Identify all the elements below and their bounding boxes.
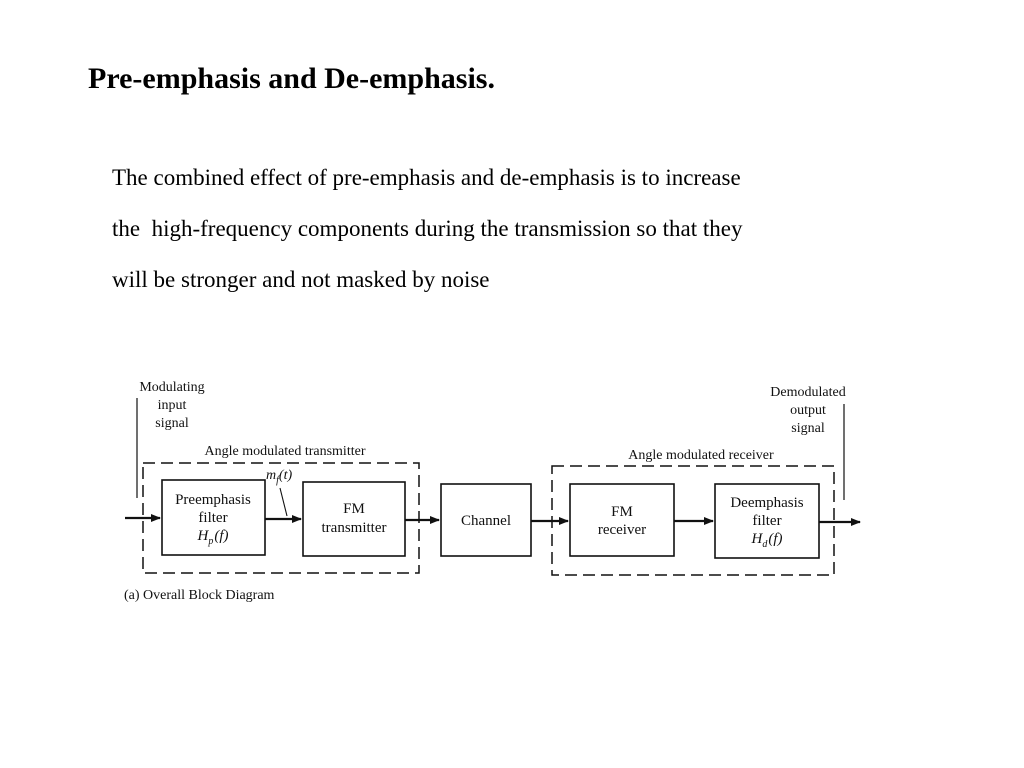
- output-label-line-2: output: [790, 403, 826, 418]
- transmitter-group-label: Angle modulated transmitter: [205, 444, 366, 459]
- deemphasis-filter-block: Deemphasis filter Hd(f): [714, 483, 820, 559]
- signal-mf-leader: [279, 487, 288, 517]
- body-line-2: the high-frequency components during the…: [112, 216, 743, 241]
- output-label-line-1: Demodulated: [770, 385, 845, 400]
- diagram-caption: (a) Overall Block Diagram: [124, 588, 275, 603]
- fm-transmitter-block: FM transmitter: [302, 481, 406, 557]
- fm-transmitter-label-2: transmitter: [322, 520, 387, 536]
- deemphasis-transfer-fn: Hd(f): [750, 531, 782, 550]
- preemphasis-filter-block: Preemphasis filter Hp(f): [161, 479, 266, 556]
- input-label-line-1: Modulating: [139, 380, 204, 395]
- fm-transmitter-label-1: FM: [343, 501, 365, 517]
- body-paragraph: The combined effect of pre-emphasis and …: [112, 152, 912, 305]
- channel-block: Channel: [440, 483, 532, 557]
- fm-receiver-label-1: FM: [611, 504, 633, 520]
- input-signal-label: Modulating input signal: [139, 380, 204, 431]
- input-label-line-3: signal: [155, 416, 189, 431]
- fm-transmitter-box: [302, 481, 406, 557]
- output-label-line-3: signal: [791, 421, 825, 436]
- preemphasis-label-2: filter: [198, 510, 227, 526]
- body-line-3: will be stronger and not masked by noise: [112, 267, 490, 292]
- preemphasis-transfer-fn: Hp(f): [196, 528, 228, 547]
- fm-receiver-block: FM receiver: [569, 483, 675, 557]
- preemphasis-label-1: Preemphasis: [175, 492, 251, 508]
- deemphasis-label-1: Deemphasis: [730, 495, 803, 511]
- fm-receiver-label-2: receiver: [598, 522, 646, 538]
- body-line-1: The combined effect of pre-emphasis and …: [112, 165, 741, 190]
- channel-label: Channel: [461, 513, 511, 529]
- output-signal-label: Demodulated output signal: [770, 385, 845, 436]
- fm-receiver-box: [569, 483, 675, 557]
- input-label-line-2: input: [158, 398, 187, 413]
- channel-box: [440, 483, 532, 557]
- slide-title: Pre-emphasis and De-emphasis.: [88, 62, 495, 95]
- receiver-group-label: Angle modulated receiver: [628, 448, 774, 463]
- deemphasis-label-2: filter: [752, 513, 781, 529]
- signal-mf-label: mf(t): [266, 468, 292, 486]
- transmitter-group-box: [142, 462, 420, 574]
- preemphasis-filter-box: [161, 479, 266, 556]
